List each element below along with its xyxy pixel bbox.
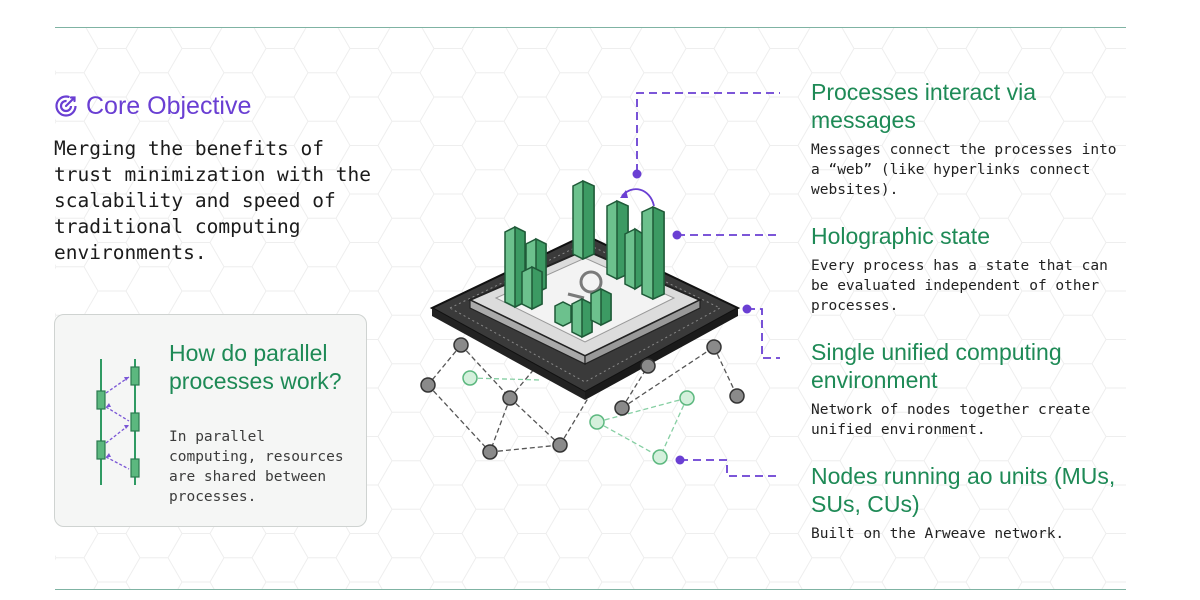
node-network-links — [427, 344, 738, 453]
feature-title: Holographic state — [811, 223, 990, 249]
feature-nodes-running-ao: Nodes running ao units (MUs, SUs, CUs) B… — [811, 462, 1131, 544]
feature-text: Messages connect the processes into a “w… — [811, 142, 1117, 198]
feature-title: Processes interact via messages — [811, 79, 1036, 133]
parallel-processes-icon — [96, 359, 140, 485]
feature-title: Nodes running ao units (MUs, SUs, CUs) — [811, 463, 1116, 517]
feature-processes-interact: Processes interact via messages Messages… — [811, 78, 1131, 200]
feature-holographic-state: Holographic state Every process has a st… — [811, 222, 1131, 316]
ao-network-illustration — [420, 92, 780, 477]
core-objective-text: Merging the benefits of trust minimizati… — [54, 137, 371, 264]
parallel-processes-card: How do parallel processes work? In paral… — [54, 314, 367, 527]
feature-text: Built on the Arweave network. — [811, 526, 1065, 542]
core-objective-heading: Core Objective — [54, 90, 251, 122]
card-title: How do parallel processes work? — [169, 340, 342, 394]
callout-connectors — [636, 92, 780, 477]
green-nodes — [462, 370, 695, 465]
feature-title: Single unified computing environment — [811, 339, 1062, 393]
green-node-links — [469, 377, 688, 458]
card-text: In parallel computing, resources are sha… — [169, 429, 344, 505]
connector-dots — [632, 169, 752, 465]
feature-text: Every process has a state that can be ev… — [811, 258, 1108, 314]
arrowhead-icon — [620, 190, 628, 198]
network-nodes — [420, 337, 745, 460]
bottom-divider — [55, 589, 1126, 590]
top-divider — [55, 27, 1126, 28]
feature-text: Network of nodes together create unified… — [811, 402, 1091, 438]
target-icon — [55, 95, 77, 117]
feature-unified-environment: Single unified computing environment Net… — [811, 338, 1131, 440]
core-objective-title: Core Objective — [86, 91, 252, 120]
process-bars — [504, 179, 665, 339]
